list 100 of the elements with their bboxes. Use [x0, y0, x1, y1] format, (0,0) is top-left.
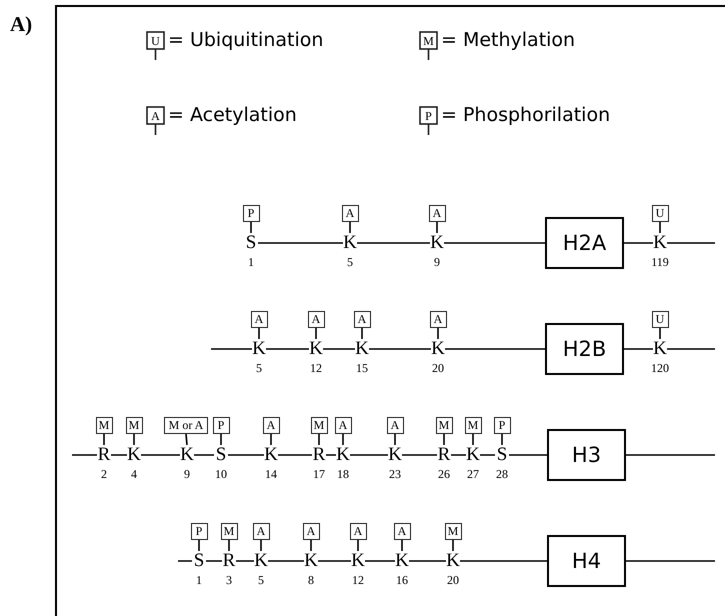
residue-number: 9: [433, 256, 441, 269]
backbone-line: [624, 348, 653, 350]
residue-number: 14: [264, 468, 278, 481]
residue-number: 120: [650, 362, 670, 375]
modification-flag: A: [430, 311, 446, 328]
modification-flag: A: [386, 417, 404, 434]
legend-text: = Ubiquitination: [168, 29, 324, 51]
residue-number: 2: [100, 468, 108, 481]
backbone-line: [206, 560, 222, 562]
flag-stem: [220, 434, 222, 445]
residue-number: 15: [355, 362, 369, 375]
legend-text: = Methylation: [441, 29, 576, 51]
modification-flag: A: [262, 417, 280, 434]
backbone-line: [444, 242, 545, 244]
histone-box: H2B: [545, 323, 624, 375]
histone-box: H2A: [545, 217, 624, 269]
residue-number: 1: [247, 256, 255, 269]
residue-number: 20: [431, 362, 445, 375]
flag-stem: [315, 328, 317, 339]
residue-number: 9: [183, 468, 191, 481]
residue-letter: K: [304, 551, 318, 571]
backbone-line: [318, 560, 351, 562]
flag-stem: [501, 434, 503, 445]
legend-text: = Phosphorilation: [441, 104, 610, 126]
modification-flag: M: [126, 417, 142, 434]
residue-number: 5: [257, 574, 265, 587]
residue-letter: R: [222, 551, 236, 571]
modification-flag: A: [428, 205, 446, 222]
modification-flag: A: [308, 311, 324, 328]
backbone-line: [178, 560, 192, 562]
residue-letter: S: [244, 233, 258, 253]
backbone-line: [72, 454, 97, 456]
residue-letter: K: [355, 339, 369, 359]
panel-label: A): [10, 12, 32, 37]
residue-number: 16: [395, 574, 409, 587]
modification-flag: U: [652, 205, 668, 222]
modification-flag: A: [394, 523, 410, 540]
flag-stem: [472, 434, 474, 445]
backbone-line: [357, 242, 430, 244]
flag-stem: [452, 540, 454, 551]
backbone-line: [111, 454, 127, 456]
flag-stem: [198, 540, 200, 551]
residue-letter: K: [343, 233, 357, 253]
modification-flag: P: [494, 417, 510, 434]
legend-text: = Acetylation: [168, 104, 297, 126]
flag-stem: [361, 328, 363, 339]
backbone-line: [624, 242, 653, 244]
residue-letter: K: [653, 233, 667, 253]
backbone-line: [326, 454, 336, 456]
flag-stem: [437, 328, 439, 339]
residue-letter: K: [431, 339, 445, 359]
modification-flag: P: [242, 205, 260, 222]
residue-letter: K: [309, 339, 323, 359]
backbone-line: [278, 454, 312, 456]
flag-stem: [103, 434, 105, 445]
residue-letter: K: [252, 339, 266, 359]
residue-letter: K: [388, 445, 402, 465]
flag-stem: [133, 434, 135, 445]
backbone-line: [409, 560, 446, 562]
residue-letter: K: [127, 445, 141, 465]
modification-flag: M: [220, 523, 238, 540]
backbone-line: [369, 348, 431, 350]
residue-number: 28: [495, 468, 509, 481]
residue-letter: K: [351, 551, 365, 571]
modification-flag: U: [652, 311, 668, 328]
residue-number: 17: [312, 468, 326, 481]
residue-letter: K: [180, 445, 194, 465]
backbone-line: [402, 454, 437, 456]
backbone-line: [194, 454, 214, 456]
residue-letter: K: [653, 339, 667, 359]
residue-letter: K: [254, 551, 268, 571]
residue-letter: K: [466, 445, 480, 465]
residue-number: 12: [351, 574, 365, 587]
flag-stem: [436, 222, 438, 233]
residue-letter: K: [446, 551, 460, 571]
flag-stem: [342, 434, 344, 445]
flag-stem: [659, 222, 661, 233]
backbone-line: [228, 454, 264, 456]
backbone-line: [350, 454, 388, 456]
backbone-line: [236, 560, 254, 562]
flag-stem: [318, 434, 320, 445]
backbone-line: [141, 454, 180, 456]
flag-stem: [357, 540, 359, 551]
residue-letter: S: [214, 445, 228, 465]
backbone-line: [460, 560, 547, 562]
backbone-line: [667, 348, 715, 350]
residue-letter: K: [395, 551, 409, 571]
residue-number: 18: [336, 468, 350, 481]
residue-number: 20: [446, 574, 460, 587]
modification-flag: A: [334, 417, 352, 434]
modification-flag: M: [96, 417, 112, 434]
residue-number: 12: [309, 362, 323, 375]
flag-stem: [394, 434, 396, 445]
residue-letter: K: [264, 445, 278, 465]
flag-stem: [258, 328, 260, 339]
modification-flag: A: [342, 205, 358, 222]
residue-number: 4: [130, 468, 138, 481]
modification-flag: M: [310, 417, 328, 434]
residue-number: 3: [225, 574, 233, 587]
backbone-line: [258, 242, 343, 244]
